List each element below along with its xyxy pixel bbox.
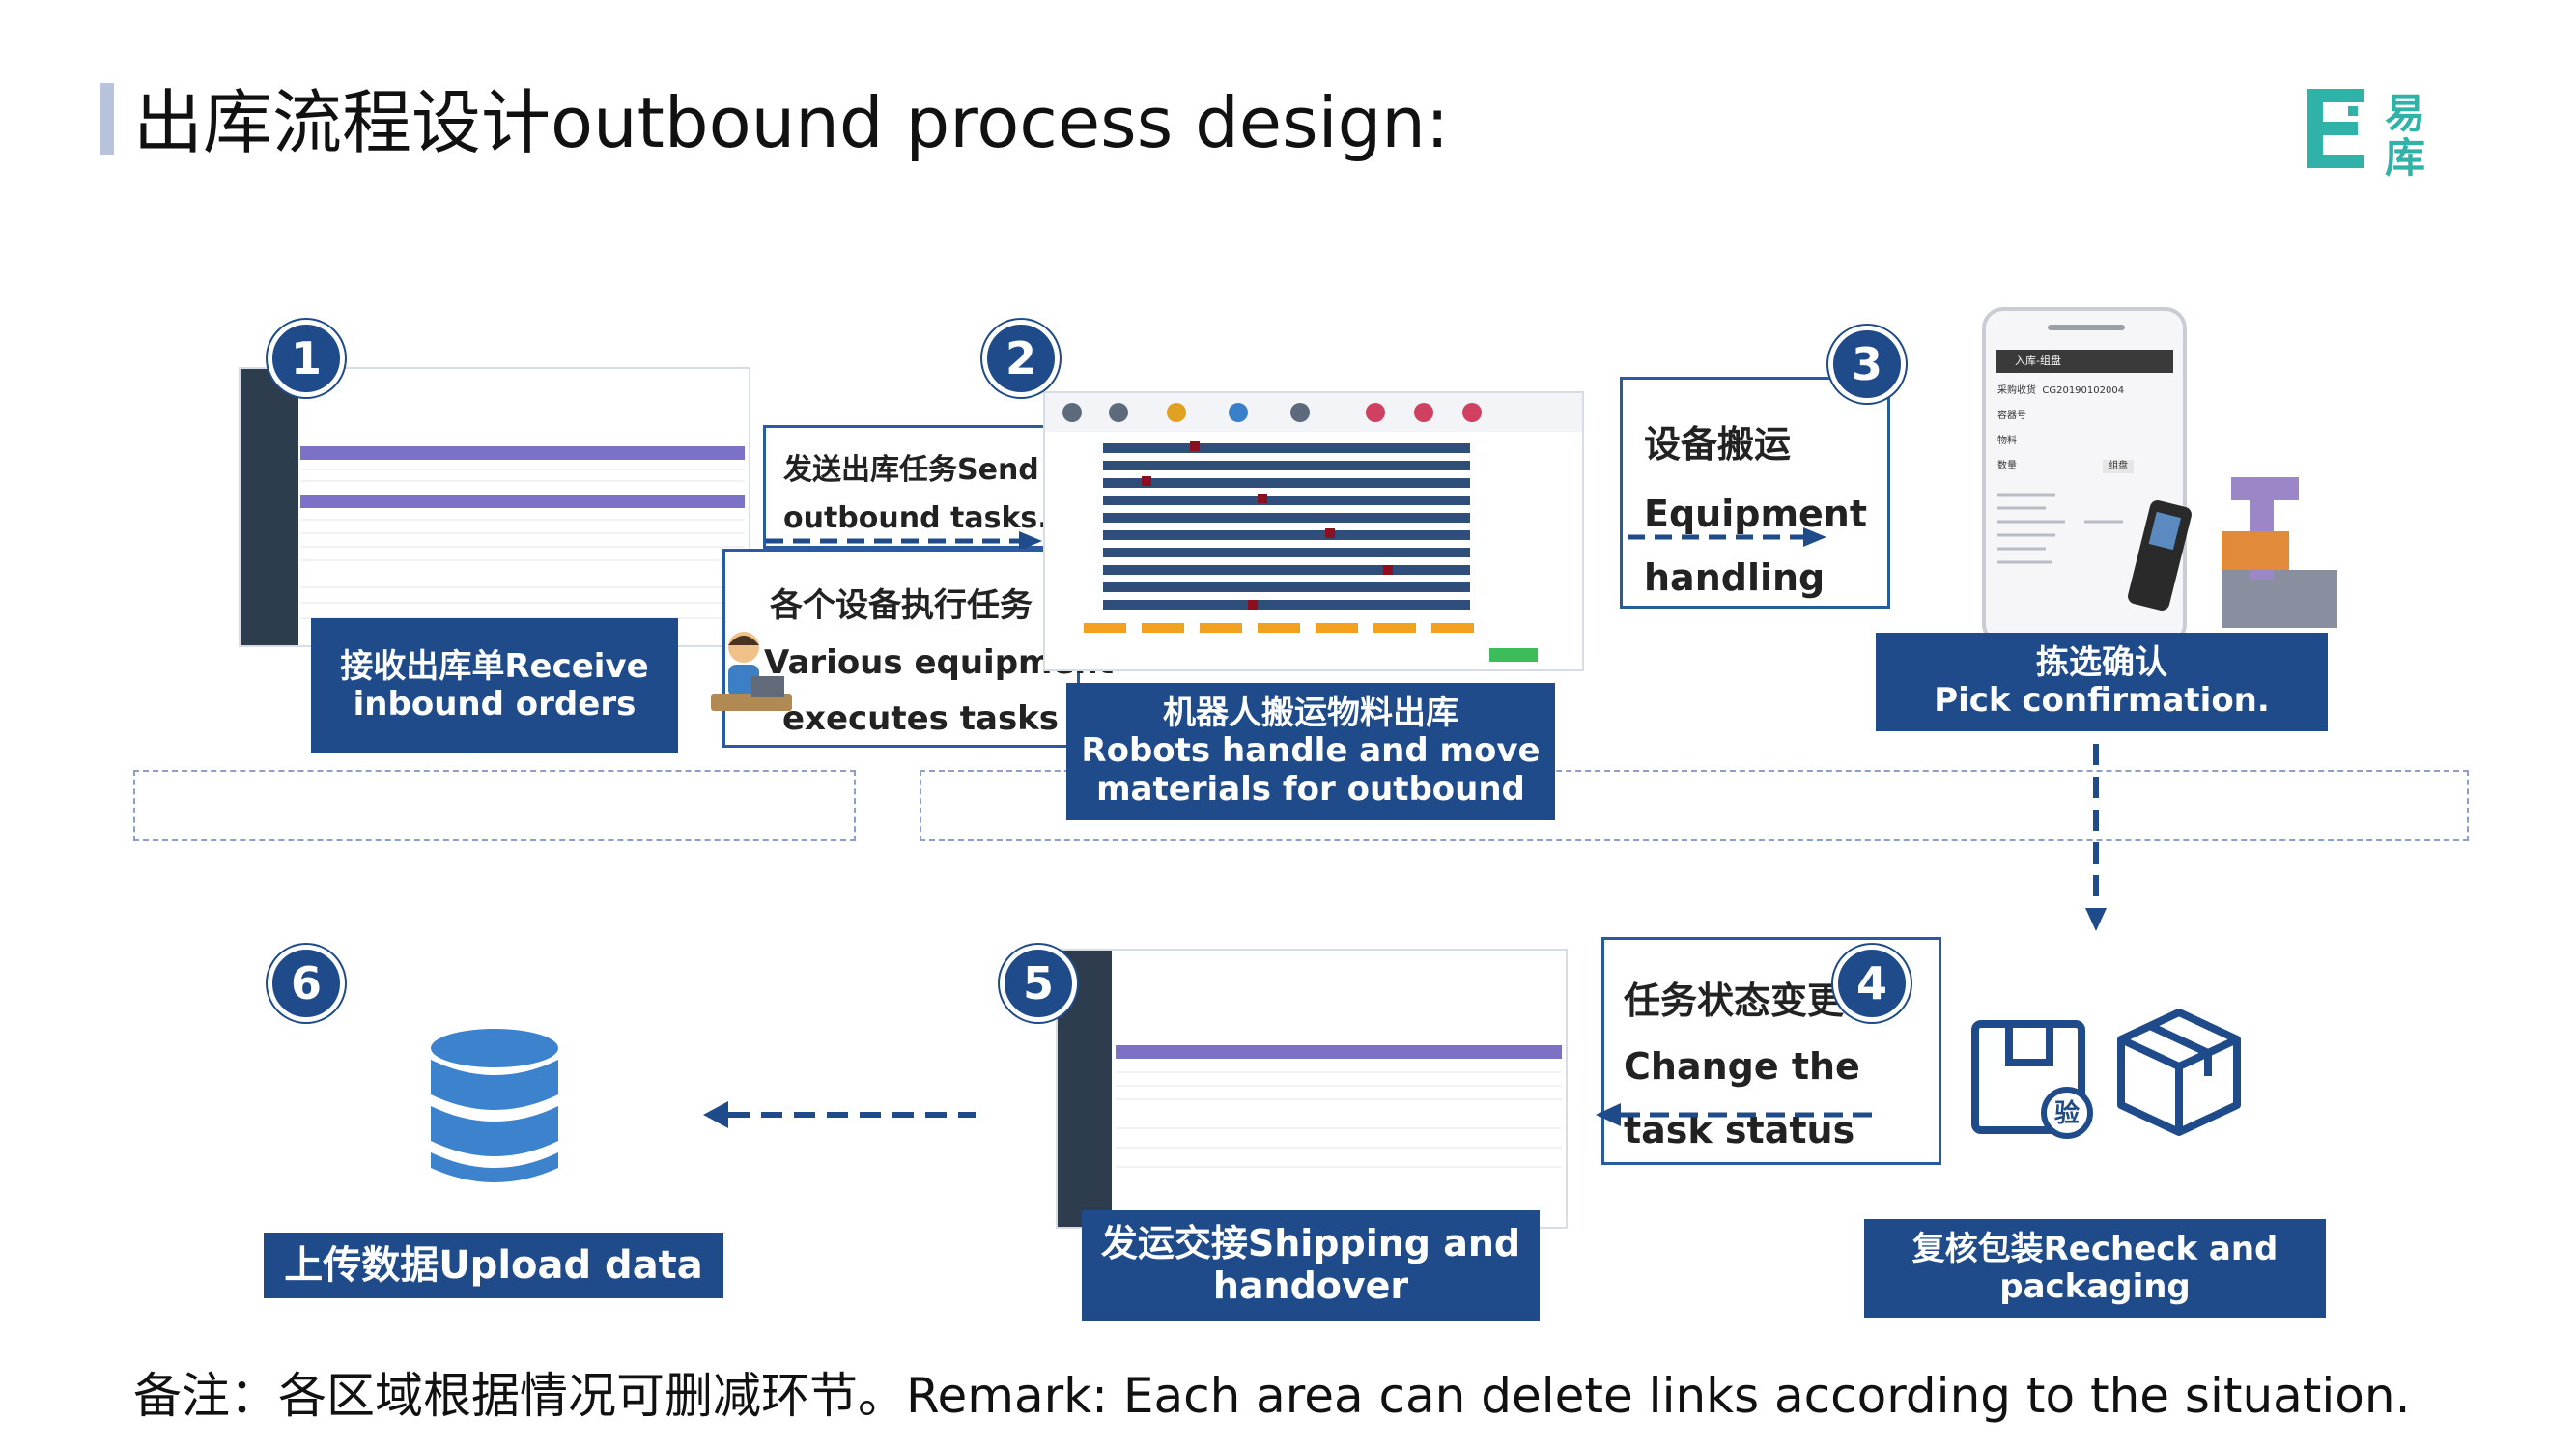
step6-label: 上传数据Upload data — [264, 1233, 723, 1298]
step1-sidebar — [241, 369, 298, 645]
step1-label-line2: inbound orders — [353, 685, 637, 724]
step5-table-header — [1116, 1045, 1562, 1059]
task-handling-box: 设备搬运 Equipment handling — [1620, 377, 1890, 609]
task-send-box: 发送出库任务Send outbound tasks. — [763, 425, 1062, 549]
task-status-arrow-icon — [1596, 1103, 1872, 1126]
phone-speaker — [2048, 325, 2125, 330]
step2-label-line2: Robots handle and move — [1081, 731, 1541, 771]
step1-table-header-2 — [300, 495, 745, 508]
down-arrow-icon — [2085, 744, 2107, 931]
task-send-line1: 发送出库任务Send — [783, 453, 1039, 487]
step5-number-badge: 5 — [1000, 945, 1077, 1022]
package-verify-icon — [1971, 1020, 2093, 1139]
task-handling-line1: 设备搬运 — [1644, 423, 1792, 466]
phone-group-button: 组盘 — [2103, 460, 2135, 473]
step2-toolbar-icons — [1062, 403, 1482, 422]
step2-screenshot — [1043, 391, 1584, 671]
step2-label-line1: 机器人搬运物料出库 — [1163, 694, 1458, 733]
step4-label: 复核包装Recheck and packaging — [1864, 1219, 2326, 1318]
phone-row4-label: 数量 — [1997, 461, 2017, 471]
step4-number-badge: 4 — [1833, 945, 1911, 1022]
step5-label-line2: handover — [1212, 1264, 1409, 1307]
operator-person-icon — [711, 632, 792, 711]
logo-text-2: 库 — [2385, 134, 2426, 182]
page-title: 出库流程设计outbound process design: — [133, 82, 1450, 163]
task-status-line2: Change the — [1624, 1045, 1860, 1088]
step2-toolbar — [1045, 393, 1582, 432]
region-left-dashed — [133, 770, 856, 841]
task-handling-line2: Equipment — [1644, 493, 1868, 535]
phone-detail-lines — [1997, 493, 2123, 564]
scanner-robot-arm-icon — [2128, 477, 2337, 628]
step1-screenshot — [239, 367, 750, 647]
box-cube-icon — [2117, 1009, 2241, 1136]
task-execute-line1: 各个设备执行任务 — [770, 586, 1033, 625]
step3-label-line1: 拣选确认 — [2036, 642, 2167, 682]
step2-label-line3: materials for outbound — [1096, 769, 1525, 809]
task-status-line1: 任务状态变更 — [1624, 980, 1845, 1022]
task-send-line2: outbound tasks. — [783, 501, 1049, 535]
phone-header: 入库-组盘 — [1996, 350, 2173, 373]
database-icon — [431, 1029, 558, 1182]
step4-label-line2: packaging — [1999, 1267, 2191, 1306]
step1-label-line1: 接收出库单Receive — [340, 646, 649, 686]
step2-rack-map — [1103, 441, 1470, 610]
footer-remark: 备注：各区域根据情况可删减环节。Remark: Each area can de… — [133, 1368, 2411, 1424]
phone-row3-label: 物料 — [1997, 436, 2017, 446]
step6-number-badge: 6 — [268, 945, 345, 1022]
logo: 易 库 — [2304, 83, 2439, 182]
step5-label: 发运交接Shipping and handover — [1082, 1210, 1540, 1321]
task-handling-arrow-icon — [1628, 527, 1826, 547]
phone-row2-label: 容器号 — [1997, 411, 2026, 421]
step4-label-line1: 复核包装Recheck and — [1911, 1229, 2279, 1268]
logo-e-icon — [2307, 89, 2364, 168]
step1-table-header — [300, 446, 745, 460]
step3-number-badge: 3 — [1828, 326, 1906, 403]
task-handling-line3: handling — [1644, 556, 1826, 599]
verify-badge-text: 验 — [2053, 1099, 2080, 1128]
step1-number-badge: 1 — [268, 320, 345, 397]
step5-label-line1: 发运交接Shipping and — [1100, 1222, 1521, 1265]
logo-text-1: 易 — [2385, 90, 2426, 137]
step3-label: 拣选确认 Pick confirmation. — [1876, 633, 2328, 731]
phone-form: 采购收货 CG20190102004 容器号 物料 数量 组盘 — [1997, 379, 2175, 479]
phone-row1-value: CG20190102004 — [2042, 385, 2125, 396]
left-arrow-icon — [703, 1101, 976, 1128]
region-right-dashed — [920, 770, 2469, 841]
phone-row1-label: 采购收货 — [1997, 385, 2036, 396]
step3-label-line2: Pick confirmation. — [1934, 681, 2270, 720]
title-accent-bar — [100, 83, 114, 155]
step1-label: 接收出库单Receive inbound orders — [311, 618, 678, 753]
step2-number-badge: 2 — [982, 320, 1060, 397]
task-send-arrow-icon — [766, 531, 1042, 551]
step5-screenshot — [1056, 949, 1568, 1229]
step1-table-rows — [300, 469, 745, 619]
task-execute-line3: executes tasks — [781, 699, 1060, 738]
step5-table-rows — [1116, 1071, 1562, 1168]
step2-label: 机器人搬运物料出库 Robots handle and move materia… — [1066, 683, 1555, 820]
step2-status-strip — [1084, 623, 1538, 662]
